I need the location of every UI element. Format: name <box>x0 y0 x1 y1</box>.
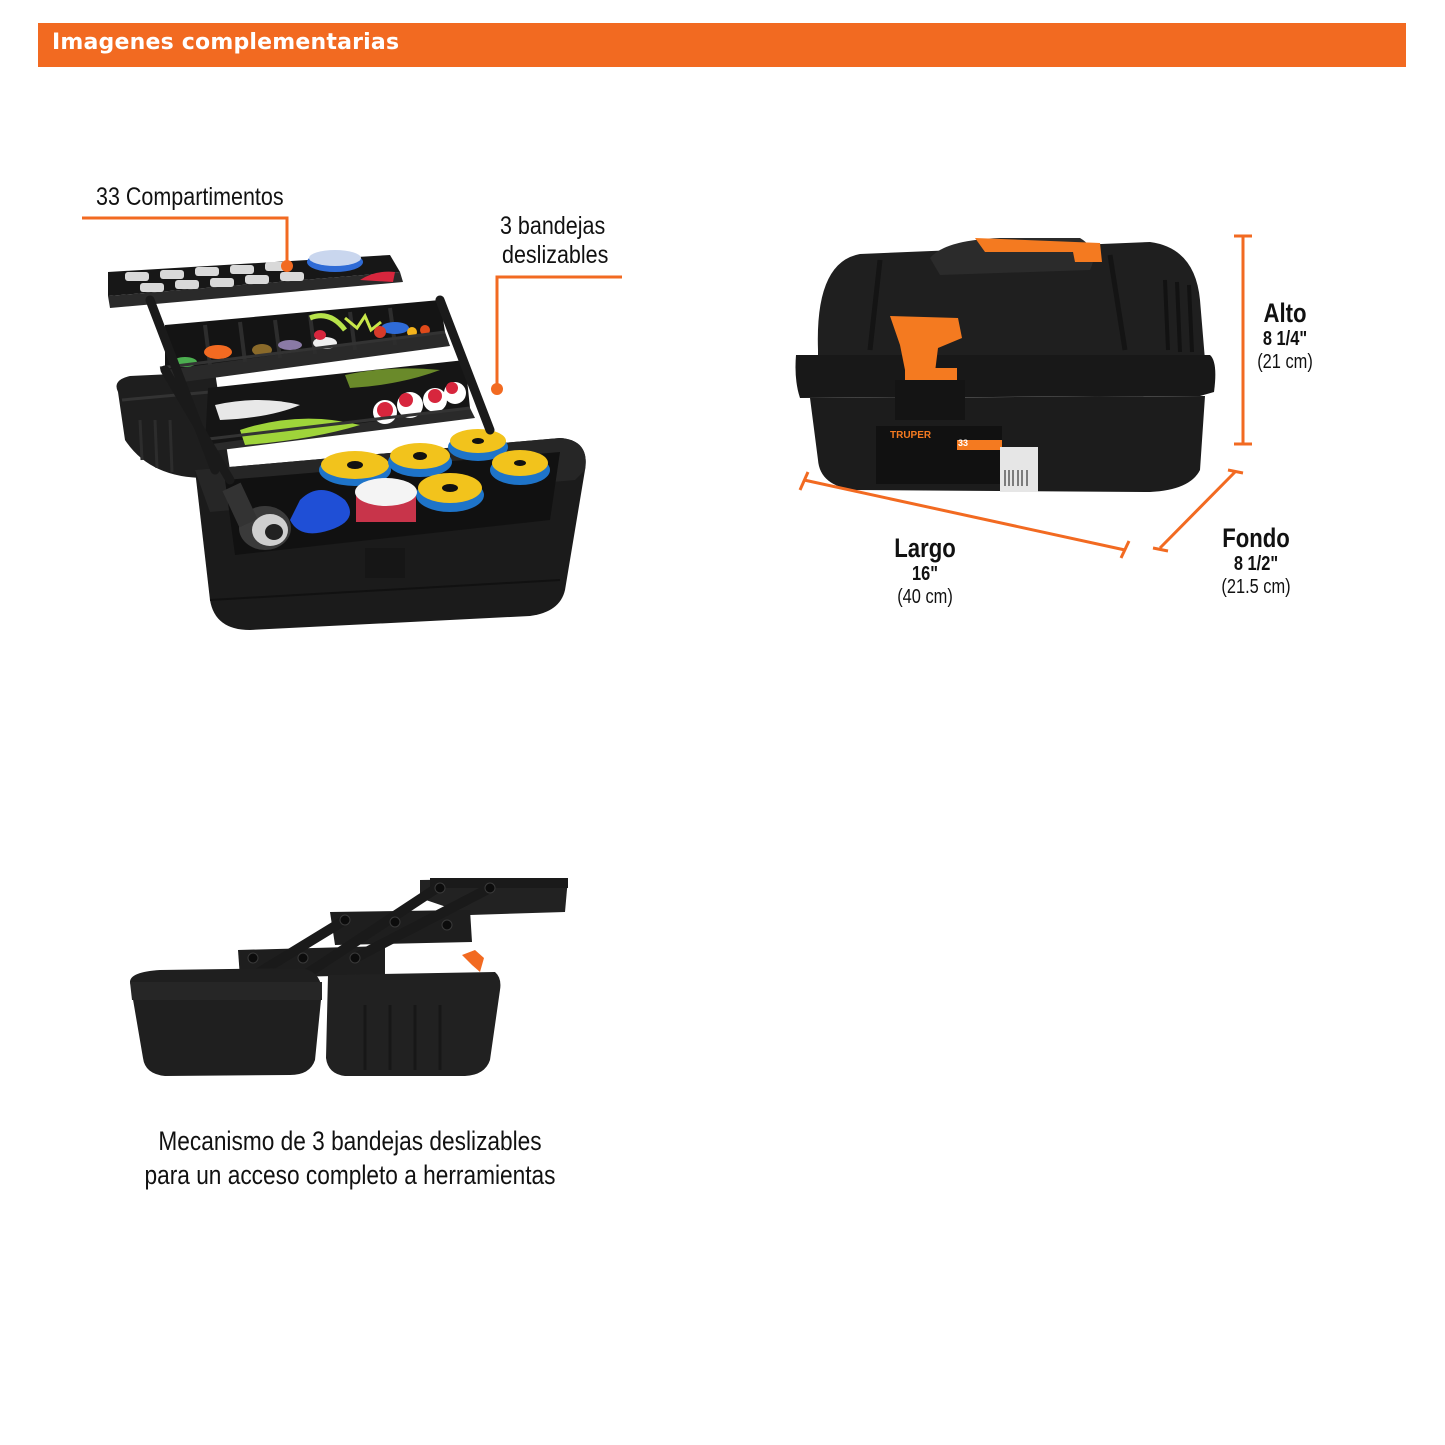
open-tackle-box-illustration <box>82 216 622 630</box>
dimension-alto-inches: 8 1/4" <box>1262 328 1308 350</box>
mechanism-caption: Mecanismo de 3 bandejas deslizables para… <box>100 1124 600 1192</box>
closed-tackle-box-illustration <box>795 234 1252 559</box>
mechanism-caption-line1: Mecanismo de 3 bandejas deslizables <box>158 1126 542 1156</box>
dimension-largo-name: Largo <box>894 533 956 563</box>
callout-compartments-label: 33 Compartimentos <box>96 183 284 211</box>
section-title: Imagenes complementarias <box>52 30 400 55</box>
dimension-fondo-cm: (21.5 cm) <box>1221 576 1291 598</box>
dimension-fondo: Fondo 8 1/2" (21.5 cm) <box>1200 523 1312 599</box>
tray-mechanism-image <box>0 840 700 1120</box>
callout-trays-label-line2: deslizables <box>502 241 609 269</box>
compartments-badge: 33 <box>958 438 969 448</box>
section-header-bar: Imagenes complementarias <box>38 23 1406 67</box>
dimension-largo: Largo 16" (40 cm) <box>875 533 975 609</box>
dimension-largo-inches: 16" <box>911 563 939 585</box>
dimension-largo-cm: (40 cm) <box>897 586 953 608</box>
dimension-alto-cm: (21 cm) <box>1257 351 1313 373</box>
dimension-fondo-inches: 8 1/2" <box>1233 553 1279 575</box>
open-tackle-box-image: 33 Compartimentos 3 bandejas deslizables <box>0 0 700 700</box>
brand-label-truper: TRUPER <box>890 430 932 441</box>
dimension-fondo-name: Fondo <box>1222 523 1290 553</box>
dimension-alto: Alto 8 1/4" (21 cm) <box>1235 298 1335 374</box>
dimension-alto-name: Alto <box>1263 298 1307 328</box>
closed-tackle-box-image: TRUPER 33 Alto 8 1/4" (21 cm) Largo 16" … <box>0 0 1445 700</box>
tray-mechanism-illustration <box>130 878 568 1076</box>
mechanism-caption-line2: para un acceso completo a herramientas <box>144 1160 556 1190</box>
callout-trays-label-line1: 3 bandejas <box>500 212 606 240</box>
